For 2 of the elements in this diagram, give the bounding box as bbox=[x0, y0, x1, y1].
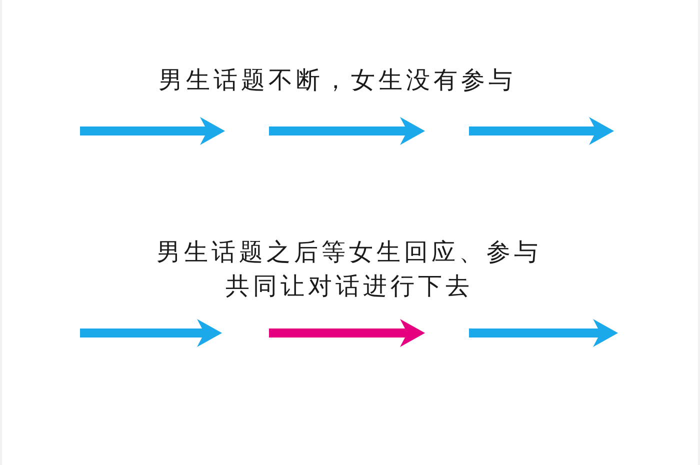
caption-text: 男生话题不断，女生没有参与 bbox=[157, 65, 517, 96]
caption-text: 男生话题之后等女生回应、参与共同让对话进行下去 bbox=[156, 237, 542, 302]
